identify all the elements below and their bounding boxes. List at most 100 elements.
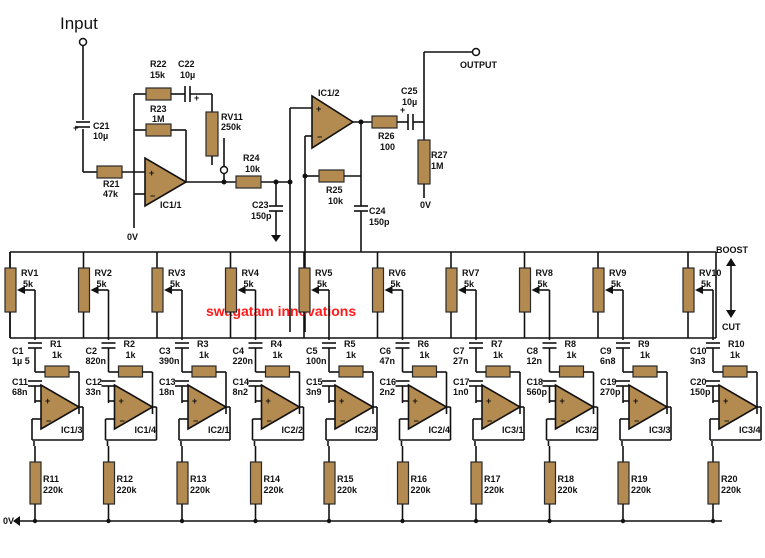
svg-text:+: + xyxy=(192,396,197,406)
c4-value: 220n xyxy=(233,356,254,366)
r2-value: 1k xyxy=(126,350,137,360)
r25-name: R25 xyxy=(326,185,343,195)
opamp-band-8 xyxy=(554,383,596,431)
ground-node-8 xyxy=(547,518,552,524)
r13-name: R13 xyxy=(190,474,207,484)
svg-text:+: + xyxy=(486,396,491,406)
r20-name: R20 xyxy=(721,474,738,484)
ground-node-3 xyxy=(179,518,185,524)
svg-text:+: + xyxy=(194,93,199,103)
r22-name: R22 xyxy=(150,59,167,69)
gnd-rail-label: 0V xyxy=(3,516,14,526)
r25-resistor xyxy=(318,169,345,183)
r11-name: R11 xyxy=(43,474,59,484)
r2-name: R2 xyxy=(124,339,136,349)
c12-value: 33n xyxy=(86,387,102,397)
gnd-label-4: 0V xyxy=(420,200,431,210)
r8-resistor xyxy=(558,365,585,378)
r12-name: R12 xyxy=(117,474,134,484)
band-bus xyxy=(9,251,717,339)
r4-name: R4 xyxy=(271,339,283,349)
r9-name: R9 xyxy=(638,339,650,349)
r21-value: 47k xyxy=(103,189,119,199)
r27-value: 1M xyxy=(431,161,444,171)
c9-value: 6n8 xyxy=(600,356,616,366)
r6-value: 1k xyxy=(420,350,431,360)
rv9-name: RV9 xyxy=(609,268,626,278)
r27-resistor xyxy=(417,139,431,185)
c8-value: 12n xyxy=(527,356,543,366)
svg-text:−: − xyxy=(46,416,51,426)
c2-name: C2 xyxy=(86,346,98,356)
rv3-pot xyxy=(151,267,164,313)
c20-name: C20 xyxy=(690,377,707,387)
svg-text:−: − xyxy=(414,416,419,426)
opamp-band-10 xyxy=(718,383,759,431)
rv4-value: 5k xyxy=(244,279,255,289)
output-terminal xyxy=(471,47,481,57)
r2-resistor xyxy=(117,365,144,378)
rv11-pot xyxy=(205,111,219,157)
svg-text:+: + xyxy=(266,396,271,406)
rv5-value: 5k xyxy=(317,279,328,289)
svg-text:−: − xyxy=(634,416,639,426)
r6-resistor xyxy=(411,365,438,378)
rv3-name: RV3 xyxy=(168,268,185,278)
svg-text:+: + xyxy=(45,396,50,406)
svg-text:−: − xyxy=(317,132,322,142)
r10-value: 1k xyxy=(730,350,741,360)
rv3-value: 5k xyxy=(170,279,181,289)
rv9-value: 5k xyxy=(611,279,622,289)
rv1-name: RV1 xyxy=(21,268,38,278)
svg-text:+: + xyxy=(413,396,418,406)
r25-value: 10k xyxy=(328,196,344,206)
rv3-wiper xyxy=(164,286,172,294)
ground-node-1 xyxy=(32,518,38,524)
c10-value: 3n3 xyxy=(690,356,706,366)
rv10-value: 5k xyxy=(701,279,712,289)
c3-name: C3 xyxy=(159,346,171,356)
r3-value: 1k xyxy=(199,350,210,360)
c1-name: C1 xyxy=(12,346,24,356)
rv1-pot xyxy=(4,267,17,313)
opamp-band-7 xyxy=(481,383,522,431)
r17-name: R17 xyxy=(484,474,501,484)
rv4-wiper xyxy=(237,286,246,294)
rv6-name: RV6 xyxy=(389,268,406,278)
r16-resistor xyxy=(396,461,410,505)
rv5-pot xyxy=(298,267,311,313)
c15-value: 3n9 xyxy=(306,387,322,397)
gnd-label-1: 0V xyxy=(127,232,138,242)
ground-node-7 xyxy=(473,518,479,524)
rv10-wiper xyxy=(695,286,703,294)
c10-name: C10 xyxy=(690,346,707,356)
svg-text:−: − xyxy=(561,416,566,426)
c16-name: C16 xyxy=(380,377,397,387)
ground-node-2 xyxy=(106,518,111,524)
rv5-wiper xyxy=(311,286,319,294)
r27-name: R27 xyxy=(431,150,448,160)
c25-value: 10µ xyxy=(402,97,417,107)
r24-value: 10k xyxy=(245,164,261,174)
svg-text:+: + xyxy=(73,123,78,133)
rv8-pot xyxy=(518,267,532,313)
r10-name: R10 xyxy=(728,339,745,349)
rv9-wiper xyxy=(605,286,613,294)
svg-text:−: − xyxy=(340,416,345,426)
ground-node-5 xyxy=(326,518,332,524)
ic-band-6-label: IC2/4 xyxy=(429,425,451,435)
c11-value: 68n xyxy=(12,387,28,397)
svg-text:+: + xyxy=(560,396,565,406)
c24-value: 150p xyxy=(369,217,390,227)
svg-text:+: + xyxy=(633,396,638,406)
ic-band-10-label: IC3/4 xyxy=(739,425,761,435)
rv6-value: 5k xyxy=(391,279,402,289)
c4-name: C4 xyxy=(233,346,245,356)
r5-resistor xyxy=(338,365,364,378)
r8-value: 1k xyxy=(567,350,578,360)
ic1-2-label: IC1/2 xyxy=(318,88,340,98)
opamp-ic1-1: + − xyxy=(144,156,188,208)
c19-value: 270p xyxy=(600,387,621,397)
svg-text:+: + xyxy=(149,168,154,178)
